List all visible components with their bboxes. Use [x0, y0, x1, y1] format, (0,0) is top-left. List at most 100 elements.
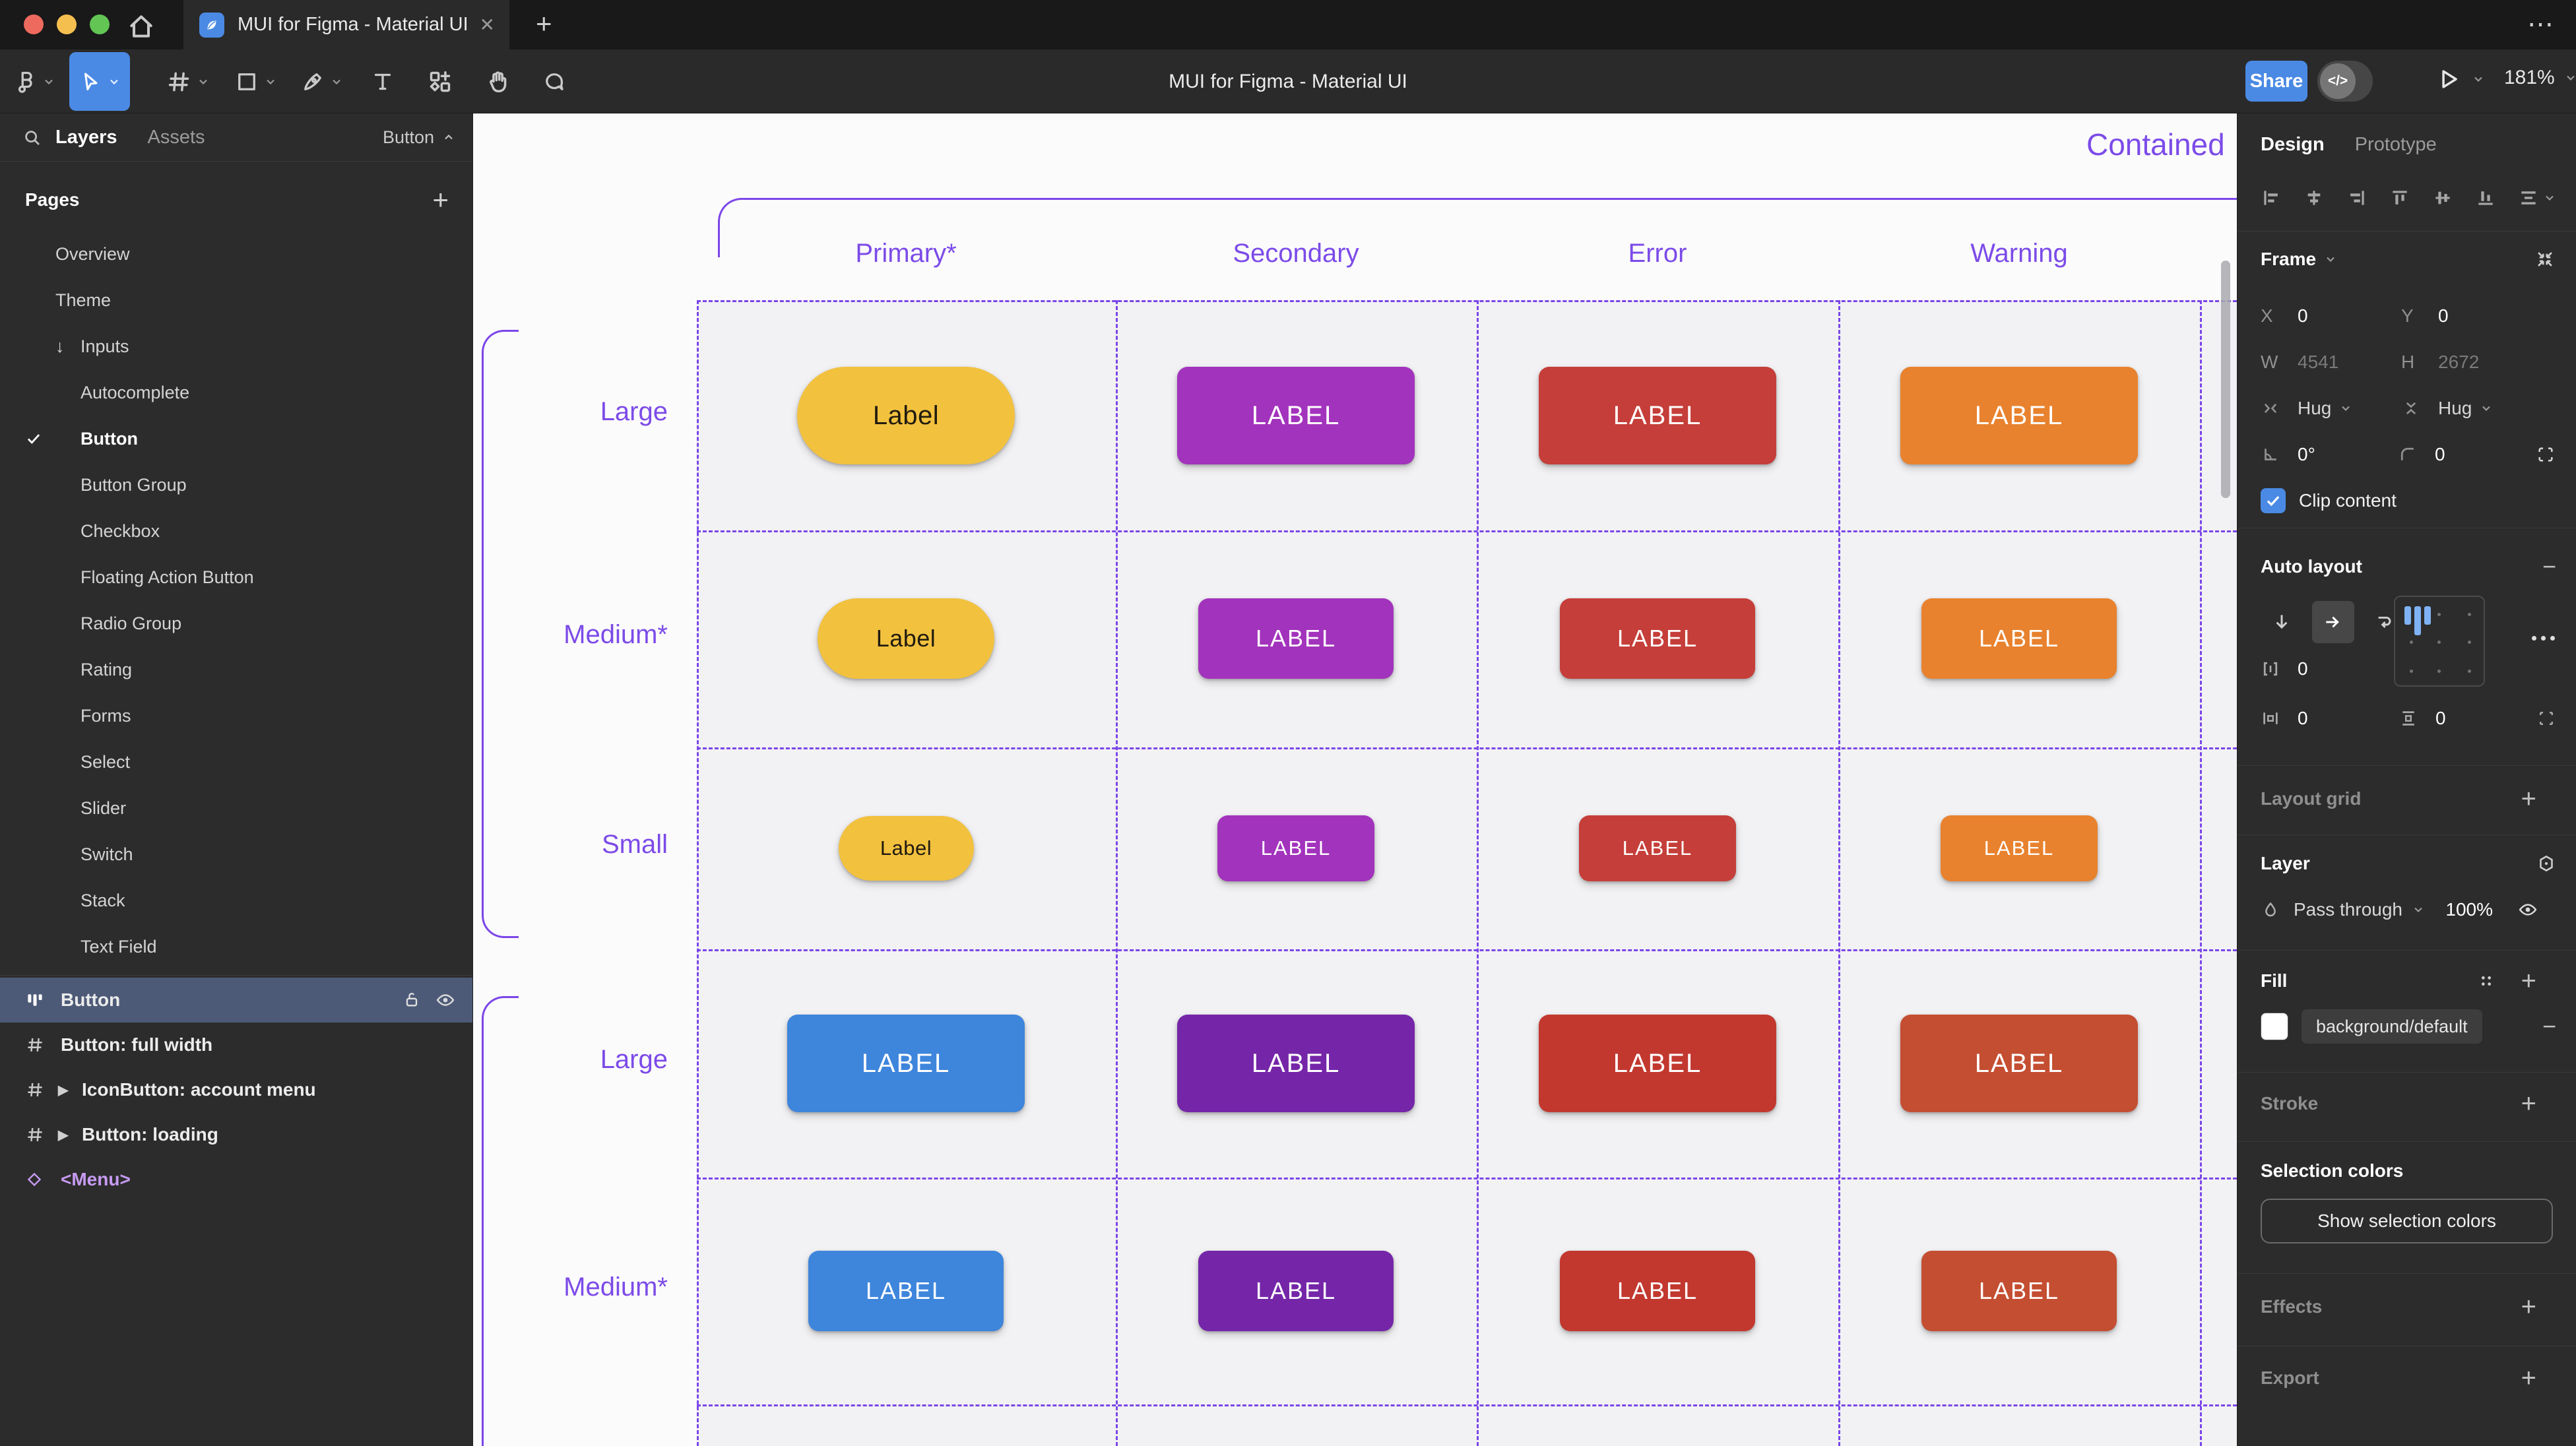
button-variant[interactable]: Label [838, 816, 974, 881]
sidebar-page-checkbox[interactable]: Checkbox [0, 508, 472, 554]
shape-tool[interactable] [235, 49, 277, 113]
sidebar-page-overview[interactable]: Overview [0, 231, 472, 277]
button-variant[interactable]: LABEL [1539, 367, 1776, 464]
move-tool[interactable] [69, 52, 130, 111]
tab-close-icon[interactable]: ✕ [479, 15, 495, 35]
button-variant[interactable]: Label [818, 598, 994, 679]
tab-layers[interactable]: Layers [55, 126, 117, 148]
sidebar-page-text-field[interactable]: Text Field [0, 924, 472, 970]
styles-icon[interactable] [2477, 972, 2496, 990]
add-page-button[interactable]: + [432, 184, 449, 215]
button-variant[interactable]: LABEL [1217, 815, 1374, 881]
expand-arrow-icon[interactable]: ▶ [58, 1127, 69, 1143]
sidebar-page-inputs[interactable]: ↓Inputs [0, 323, 472, 369]
window-minimize-button[interactable] [57, 15, 77, 34]
sidebar-page-button[interactable]: Button [0, 416, 472, 462]
new-tab-button[interactable]: + [536, 8, 552, 39]
button-variant[interactable]: LABEL [1198, 598, 1394, 679]
add-fill-button[interactable]: + [2521, 966, 2536, 995]
dev-mode-toggle[interactable]: </> [2317, 61, 2373, 102]
button-variant[interactable]: LABEL [1539, 1015, 1776, 1112]
vertical-resizing[interactable]: Hug [2401, 398, 2542, 419]
window-zoom-button[interactable] [90, 15, 110, 34]
button-variant[interactable]: LABEL [1560, 1251, 1755, 1331]
button-variant[interactable]: LABEL [1921, 598, 2117, 679]
button-variant[interactable]: LABEL [1560, 598, 1755, 679]
button-variant[interactable]: LABEL [1177, 1015, 1415, 1112]
auto-layout-more-icon[interactable] [2532, 636, 2555, 641]
button-variant[interactable]: LABEL [1198, 1251, 1394, 1331]
add-export-button[interactable]: + [2521, 1364, 2536, 1393]
blend-mode-icon[interactable] [2536, 854, 2556, 873]
button-variant[interactable]: LABEL [1900, 1015, 2138, 1112]
share-button[interactable]: Share [2245, 61, 2307, 102]
visibility-eye-icon[interactable] [2518, 900, 2538, 920]
fill-token[interactable]: background/default [2302, 1009, 2482, 1044]
button-variant[interactable]: LABEL [1579, 815, 1736, 881]
sidebar-page-select[interactable]: Select [0, 739, 472, 785]
remove-fill-button[interactable]: − [2542, 1013, 2556, 1040]
sidebar-page-autocomplete[interactable]: Autocomplete [0, 369, 472, 416]
sidebar-page-stack[interactable]: Stack [0, 877, 472, 924]
page-selector[interactable]: Button [383, 127, 455, 148]
lock-icon[interactable] [402, 990, 421, 1010]
clip-content-row[interactable]: Clip content [2261, 483, 2556, 519]
pen-tool[interactable] [301, 49, 343, 113]
fill-swatch[interactable] [2261, 1013, 2288, 1040]
frame-section-header[interactable]: Frame [2261, 243, 2556, 276]
align-top-icon[interactable] [2389, 187, 2410, 208]
vertical-padding-field[interactable]: 0 [2399, 708, 2536, 729]
sidebar-page-forms[interactable]: Forms [0, 693, 472, 739]
search-icon[interactable] [22, 128, 42, 148]
blend-mode-select[interactable]: Pass through [2294, 899, 2402, 920]
add-layout-grid-button[interactable]: + [2521, 784, 2536, 813]
sidebar-page-rating[interactable]: Rating [0, 646, 472, 693]
eye-icon[interactable] [435, 990, 455, 1010]
expand-arrow-icon[interactable]: ▶ [58, 1083, 69, 1098]
comment-tool[interactable] [542, 49, 566, 113]
clip-content-checkbox[interactable] [2261, 488, 2286, 513]
text-tool[interactable] [371, 49, 395, 113]
frame-tool[interactable] [166, 49, 210, 113]
button-variant[interactable]: LABEL [787, 1015, 1025, 1112]
align-h-center-icon[interactable] [2303, 187, 2325, 208]
align-right-icon[interactable] [2346, 187, 2367, 208]
opacity-field[interactable]: 100% [2445, 899, 2493, 920]
add-effect-button[interactable]: + [2521, 1292, 2536, 1321]
layer-row-button[interactable]: Button [0, 978, 472, 1022]
remove-auto-layout-button[interactable]: − [2542, 553, 2556, 580]
button-variant[interactable]: LABEL [1921, 1251, 2117, 1331]
hand-tool[interactable] [486, 49, 511, 113]
show-selection-colors-button[interactable]: Show selection colors [2261, 1199, 2553, 1243]
button-variant[interactable]: LABEL [808, 1251, 1004, 1331]
sidebar-page-switch[interactable]: Switch [0, 831, 472, 877]
gap-row[interactable]: 0 [2261, 651, 2556, 687]
home-icon[interactable] [127, 12, 156, 41]
resources-tool[interactable] [428, 49, 453, 113]
alignment-grid-widget[interactable] [2394, 596, 2485, 687]
horizontal-resizing[interactable]: Hug [2261, 398, 2401, 419]
layer-row-button-loading[interactable]: ▶Button: loading [0, 1112, 472, 1157]
horizontal-padding-field[interactable]: 0 [2261, 708, 2399, 729]
tab-prototype[interactable]: Prototype [2354, 133, 2437, 155]
button-variant[interactable]: LABEL [1177, 367, 1415, 464]
sidebar-page-button-group[interactable]: Button Group [0, 462, 472, 508]
individual-padding-icon[interactable] [2536, 708, 2556, 728]
canvas-scrollbar[interactable] [2221, 261, 2230, 498]
sidebar-page-floating-action-button[interactable]: Floating Action Button [0, 554, 472, 600]
align-v-center-icon[interactable] [2432, 187, 2453, 208]
zoom-menu[interactable]: 181% [2504, 67, 2576, 89]
sidebar-page-slider[interactable]: Slider [0, 785, 472, 831]
button-variant[interactable]: LABEL [1941, 815, 2098, 881]
align-left-icon[interactable] [2261, 187, 2282, 208]
layer-row--menu-[interactable]: <Menu> [0, 1157, 472, 1202]
direction-horizontal-button[interactable] [2312, 601, 2354, 643]
button-variant[interactable]: Label [797, 367, 1015, 464]
independent-corners-icon[interactable] [2535, 444, 2556, 465]
button-variant[interactable]: LABEL [1900, 367, 2138, 464]
